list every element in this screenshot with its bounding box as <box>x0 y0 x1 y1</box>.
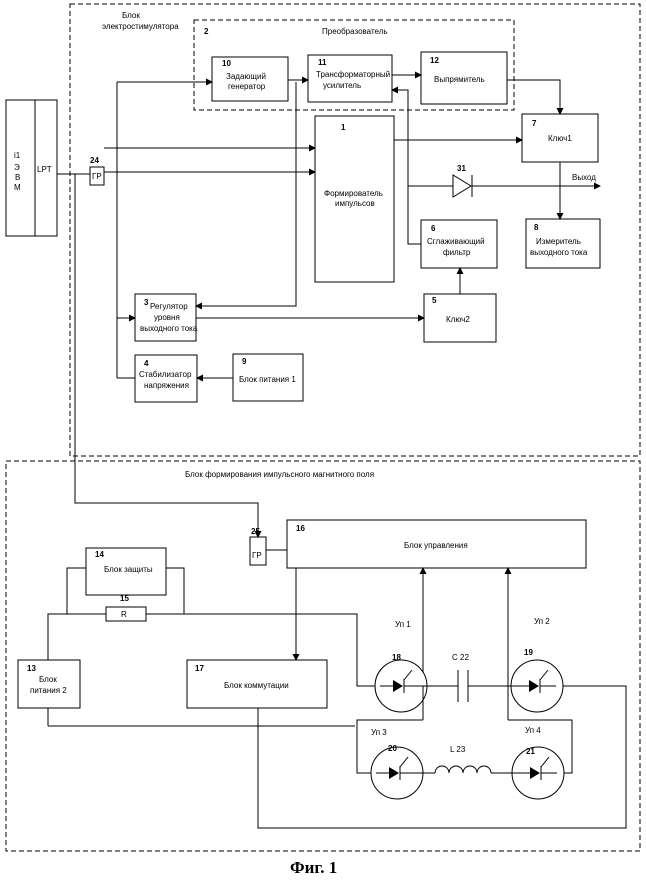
block-24-number: 24 <box>90 156 99 165</box>
block-1-number: 1 <box>341 123 346 132</box>
block-8-line1: Измеритель <box>536 237 581 246</box>
block-24-label: ГР <box>92 172 102 181</box>
block-8-line2: выходного тока <box>530 248 588 257</box>
block-3-number: 3 <box>144 298 149 307</box>
resistor-15-number: 15 <box>120 594 129 603</box>
block-3-line3: выходного тока <box>140 324 198 333</box>
block-9-label: Блок питания 1 <box>239 375 296 384</box>
block-6-line2: фильтр <box>443 248 471 257</box>
block-10-line1: Задающий <box>226 72 266 81</box>
switch-20 <box>371 747 423 799</box>
inductor-l23 <box>416 766 517 773</box>
capacitor-label: C 22 <box>452 653 469 662</box>
block-12-label: Выпрямитель <box>434 75 485 84</box>
block-1-line2: импульсов <box>335 199 375 208</box>
switch-21-number: 21 <box>526 747 535 756</box>
stim-block-title-line1: Блок <box>122 11 140 20</box>
block-16-number: 16 <box>296 524 305 533</box>
block-10-line2: генератор <box>228 82 266 91</box>
block-14-label: Блок защиты <box>104 565 153 574</box>
block-8-number: 8 <box>534 223 539 232</box>
block-13-number: 13 <box>27 664 36 673</box>
block-11-line2: усилитель <box>323 81 361 90</box>
wire-psu2-resistor <box>48 614 106 660</box>
figure-caption: Фиг. 1 <box>290 858 337 877</box>
wire-protection-right <box>166 568 184 614</box>
switch-18 <box>375 660 427 712</box>
lpt-label: LPT <box>37 165 52 174</box>
magnetic-block-title: Блок формирования импульсного магнитного… <box>185 470 374 479</box>
block-17-number: 17 <box>195 664 204 673</box>
switch-19 <box>511 660 563 712</box>
switch-19-number: 19 <box>524 648 533 657</box>
block-10-number: 10 <box>222 59 231 68</box>
wire-block12-block7 <box>507 80 560 114</box>
block-5-number: 5 <box>432 296 437 305</box>
block-9-number: 9 <box>242 357 247 366</box>
stim-block-title-line2: электростимулятора <box>102 22 179 31</box>
switch-18-number: 18 <box>392 653 401 662</box>
switch-18-label: Уп 1 <box>395 620 411 629</box>
block-25-label: ГР <box>252 551 262 560</box>
computer-prefix: i1 <box>14 151 21 160</box>
block-4-number: 4 <box>144 359 149 368</box>
block-13-line1: Блок <box>39 675 57 684</box>
diode-31 <box>453 175 472 197</box>
switch-19-label: Уп 2 <box>534 617 550 626</box>
switch-21-label: Уп 4 <box>525 726 541 735</box>
block-3-line2: уровня <box>154 313 180 322</box>
wire-block6-block11 <box>392 90 421 244</box>
block-14-number: 14 <box>95 550 104 559</box>
block-17-label: Блок коммутации <box>224 681 289 690</box>
block-13-line2: питания 2 <box>30 686 67 695</box>
converter-title: Преобразователь <box>322 27 388 36</box>
block-25-number: 25 <box>251 527 260 536</box>
block-16-label: Блок управления <box>404 541 468 550</box>
block-11-number: 11 <box>318 58 327 67</box>
computer-label-v: В <box>15 173 20 182</box>
computer-label-m: М <box>14 183 21 192</box>
wire-generator-block3 <box>196 82 296 306</box>
block-4-line2: напряжения <box>144 381 189 390</box>
wire-protection-left <box>67 568 86 614</box>
switch-20-number: 20 <box>388 744 397 753</box>
switch-21 <box>512 747 564 799</box>
block-11-line1: Трансформаторный <box>316 70 390 79</box>
block-6-line1: Сглаживающий <box>427 237 485 246</box>
block-7-label: Ключ1 <box>548 134 572 143</box>
computer-label-e: Э <box>14 163 20 172</box>
inductor-label: L 23 <box>450 745 466 754</box>
block-6-number: 6 <box>431 224 436 233</box>
block-12-number: 12 <box>430 56 439 65</box>
block-5-label: Ключ2 <box>446 315 470 324</box>
output-label: Выход <box>572 173 596 182</box>
resistor-15-label: R <box>121 610 127 619</box>
diode-31-number: 31 <box>457 164 466 173</box>
converter-number: 2 <box>204 27 209 36</box>
block-1-line1: Формирователь <box>324 189 383 198</box>
block-3-line1: Регулятор <box>150 302 188 311</box>
block-4-line1: Стабилизатор <box>139 370 192 379</box>
computer-box <box>6 100 35 236</box>
capacitor-c22 <box>420 670 516 702</box>
block-7-number: 7 <box>532 119 537 128</box>
switch-20-label: Уп 3 <box>371 728 387 737</box>
